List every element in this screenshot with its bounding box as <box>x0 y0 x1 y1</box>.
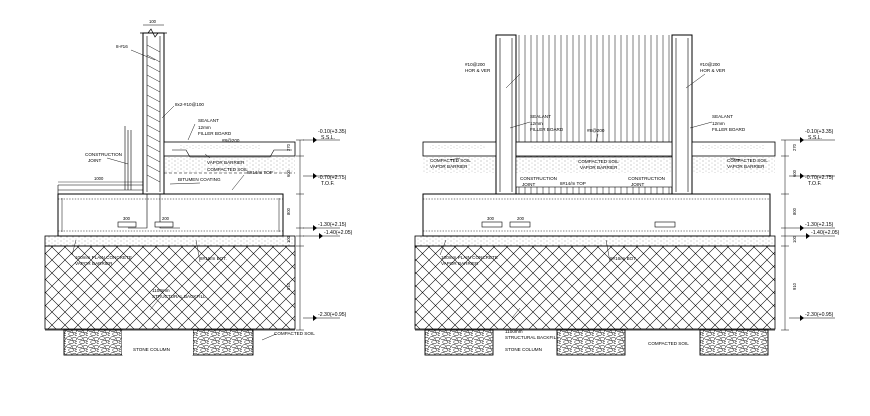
right-label-filler-l-1: 12mm <box>530 121 543 126</box>
left-level-5: -2.30(+0.95) <box>318 312 347 318</box>
left-label-backfill-1: 1100mm <box>152 288 170 293</box>
right-label-vapor-l: VAPOR BARRIER <box>430 164 468 169</box>
right-label-plain-1: 100mm PLAIN CONCRETE <box>441 255 498 260</box>
right-label-vapor-r: VAPOR BARRIER <box>727 164 765 169</box>
left-level-1a: -0.10(+3.35) <box>318 129 347 135</box>
right-label-constr-l-1: CONSTRUCTION <box>520 176 557 181</box>
right-label-compacted-r: COMPACTED SOIL <box>727 158 768 163</box>
right-label-constr-l-2: JOINT <box>522 182 535 187</box>
left-label-compacted-2: COMPACTED SOIL <box>274 331 315 336</box>
right-wall-left <box>495 34 517 195</box>
right-stone-column-3 <box>699 329 769 356</box>
left-label-constr-2: JOINT <box>88 158 101 163</box>
left-level-4: -1.40(+2.05) <box>324 230 353 236</box>
right-dim-100: 100 <box>792 235 797 243</box>
right-plain-concrete <box>414 235 776 247</box>
left-dim-1000: 1000 <box>94 176 104 181</box>
left-label-sealant: SEALANT <box>198 118 219 123</box>
right-label-filler-l-2: FILLER BOARD <box>530 127 564 132</box>
right-level-5: -2.30(+0.95) <box>805 312 834 318</box>
right-label-vapor-m: VAPOR BARRIER <box>580 165 618 170</box>
left-label-backfill-2: STRUCTURAL BACKFILL <box>152 294 206 299</box>
right-level-3: -1.30(+2.15) <box>805 222 834 228</box>
left-label-bot: 8#16/m BOT. <box>200 256 227 261</box>
left-label-plain-1: 100mm PLAIN CONCRETE <box>75 255 132 260</box>
right-label-bar-r-2: HOR & VER <box>700 68 726 73</box>
left-level-1b: S.S.L. <box>321 135 335 141</box>
right-label-bar-l-1: #10@200 <box>465 62 485 67</box>
left-backfill-hatch <box>44 245 296 330</box>
right-dim-600: 600 <box>792 169 797 177</box>
left-label-vapor: VAPOR BARRIER <box>207 160 245 165</box>
right-backfill-hatch <box>414 245 776 330</box>
right-dim-200: 200 <box>517 216 525 221</box>
right-dim-910: 910 <box>792 282 797 290</box>
right-label-filler-r-1: 12mm <box>712 121 725 126</box>
right-detail: #10@200 HOR & VER #10@200 HOR & VER #8@2… <box>414 34 797 356</box>
left-label-filler-1: 12mm <box>198 125 211 130</box>
right-label-compacted-b: COMPACTED SOIL <box>648 341 689 346</box>
left-dim-wall-width: 100 <box>149 19 157 24</box>
right-label-constr-r-2: JOINT <box>631 182 644 187</box>
right-label-plain-2: VAPOR BARRIER <box>441 261 479 266</box>
left-dim-270: 270 <box>286 143 291 151</box>
right-level-2a: -0.70(+2.75) <box>805 175 834 181</box>
left-stone-column-2 <box>192 329 254 356</box>
right-dim-270: 270 <box>792 143 797 151</box>
right-label-topbar: 8#14/m TOP <box>560 181 586 186</box>
left-label-compacted-1: COMPACTED SOIL <box>207 167 248 172</box>
left-label-plain-2: VAPOR BARRIER <box>75 261 113 266</box>
right-dim-800: 800 <box>792 207 797 215</box>
left-wall <box>142 32 165 195</box>
left-raft-slab <box>57 193 284 237</box>
left-label-mesh: #8@200 <box>222 138 240 143</box>
left-dim-100: 100 <box>286 235 291 243</box>
left-label-bar-top: 8-#16 <box>116 44 128 49</box>
left-label-filler-2: FILLER BOARD <box>198 131 232 136</box>
right-raft-slab <box>422 193 771 237</box>
left-dim-200: 200 <box>162 216 170 221</box>
left-label-stone: STONE COLUMN <box>133 347 170 352</box>
left-level-2a: -0.70(+2.75) <box>318 175 347 181</box>
left-dim-910: 910 <box>286 282 291 290</box>
right-label-bar-l-2: HOR & VER <box>465 68 491 73</box>
right-level-2b: T.O.F. <box>808 181 822 187</box>
right-label-mesh: #8@200 <box>587 128 605 133</box>
right-label-stone: STONE COLUMN <box>505 347 542 352</box>
right-label-sealant-l: SEALANT <box>530 114 551 119</box>
right-label-backfill-1: 1100mm <box>505 329 523 334</box>
right-stone-column-2 <box>556 329 626 356</box>
right-label-bot: 8#16/m BOT. <box>610 256 637 261</box>
right-label-sealant-r: SEALANT <box>712 114 733 119</box>
left-level-2b: T.O.F. <box>321 181 335 187</box>
left-label-tie: 8x2-#10@100 <box>175 102 204 107</box>
left-level-3: -1.30(+2.15) <box>318 222 347 228</box>
right-stone-column-1 <box>424 329 494 356</box>
left-levels: -0.10(+3.35) S.S.L. -0.70(+2.75) T.O.F. … <box>303 129 353 321</box>
right-level-1a: -0.10(+3.35) <box>805 129 834 135</box>
left-stone-column-1 <box>63 329 123 356</box>
left-dim-600: 600 <box>286 169 291 177</box>
right-label-compacted-m: COMPACTED SOIL <box>578 159 619 164</box>
right-level-1b: S.S.L. <box>808 135 822 141</box>
right-label-compacted-l: COMPACTED SOIL <box>430 158 471 163</box>
left-label-topbar: 8#14/m TOP <box>247 170 273 175</box>
right-label-constr-r-1: CONSTRUCTION <box>628 176 665 181</box>
left-dim-300: 300 <box>123 216 131 221</box>
left-dim-800: 800 <box>286 207 291 215</box>
left-detail: 100 8-#16 8x2-#10@100 SEALANT <box>44 19 315 356</box>
left-plain-concrete <box>44 235 296 247</box>
left-label-bitumen: BITUMEN COATING <box>178 177 221 182</box>
right-label-bar-r-1: #10@200 <box>700 62 720 67</box>
right-label-backfill-2: STRUCTURAL BACKFILL <box>505 335 559 340</box>
right-dim-300: 300 <box>487 216 495 221</box>
right-label-filler-r-2: FILLER BOARD <box>712 127 746 132</box>
right-wall-right <box>671 34 693 195</box>
left-label-constr-1: CONSTRUCTION <box>85 152 122 157</box>
right-levels: -0.10(+3.35) S.S.L. -0.70(+2.75) T.O.F. … <box>789 129 840 321</box>
right-level-4: -1.40(+2.05) <box>811 230 840 236</box>
